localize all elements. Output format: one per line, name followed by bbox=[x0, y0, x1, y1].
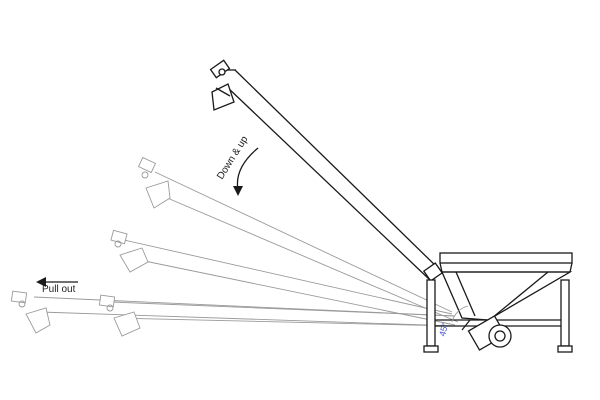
angle-label: 45° bbox=[437, 321, 450, 337]
left-arrow-icon bbox=[36, 277, 78, 287]
down-up-label: Down & up bbox=[215, 134, 250, 182]
frame bbox=[423, 279, 573, 353]
drive-motor bbox=[461, 315, 512, 351]
discharge-head bbox=[211, 83, 235, 111]
hopper bbox=[439, 252, 573, 321]
rotate-arrow-head bbox=[233, 186, 243, 196]
main-conveyor bbox=[209, 59, 444, 282]
ghost-position-2 bbox=[110, 229, 456, 326]
ghost-position-3 bbox=[10, 290, 456, 334]
angle-arc bbox=[451, 305, 469, 323]
ghost-position-1 bbox=[137, 156, 459, 323]
motor-icon bbox=[209, 59, 231, 79]
ghost-position-4 bbox=[98, 294, 456, 337]
pull-out-label: Pull out bbox=[42, 284, 76, 295]
